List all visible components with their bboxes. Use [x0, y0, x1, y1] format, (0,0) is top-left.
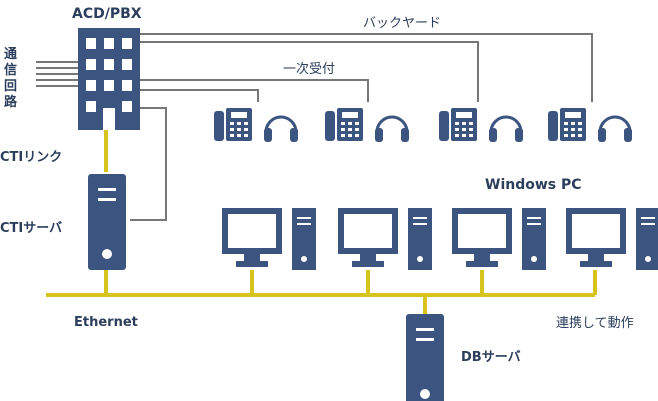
- ethernet-label: Ethernet: [74, 315, 138, 330]
- db-server-icon: [406, 314, 444, 401]
- trunk-line-bars: [36, 61, 80, 87]
- headset-icon: [487, 115, 525, 144]
- first-response-label: 一次受付: [283, 61, 335, 77]
- trunk-label-char: 通: [4, 46, 17, 62]
- ethernet-network: [46, 268, 597, 314]
- building-icon: [78, 28, 140, 130]
- headset-icon: [262, 115, 300, 144]
- backyard-label: バックヤード: [363, 16, 441, 31]
- trunk-label-char: 路: [4, 94, 18, 110]
- pbx-to-cti-server-line: [130, 107, 167, 221]
- cti-server-icon: [88, 174, 126, 270]
- cti-server-label: CTIサーバ: [0, 221, 62, 236]
- first-response-lines: [140, 79, 369, 102]
- desk-phone-icon: [325, 108, 363, 141]
- acd-pbx-label: ACD/PBX: [72, 6, 142, 22]
- trunk-label-char: 回: [4, 79, 17, 94]
- trunk-label-char: 信: [4, 62, 17, 78]
- desktop-pc-icon: [452, 208, 546, 270]
- desktop-pc-icon: [566, 208, 658, 270]
- desk-phone-icon: [439, 108, 477, 141]
- backyard-lines: [140, 33, 593, 102]
- windows-pc-label: Windows PC: [485, 177, 582, 193]
- headset-icon: [373, 115, 411, 144]
- desktop-pc-icon: [338, 208, 432, 270]
- headset-icon: [596, 115, 634, 144]
- linked-operation-label: 連携して動作: [556, 315, 634, 331]
- desk-phone-icon: [548, 108, 586, 141]
- desktop-pc-icon: [222, 208, 316, 270]
- desk-phone-icon: [214, 108, 252, 141]
- db-server-label: DBサーバ: [461, 350, 521, 365]
- cti-link-label: CTIリンク: [0, 150, 62, 165]
